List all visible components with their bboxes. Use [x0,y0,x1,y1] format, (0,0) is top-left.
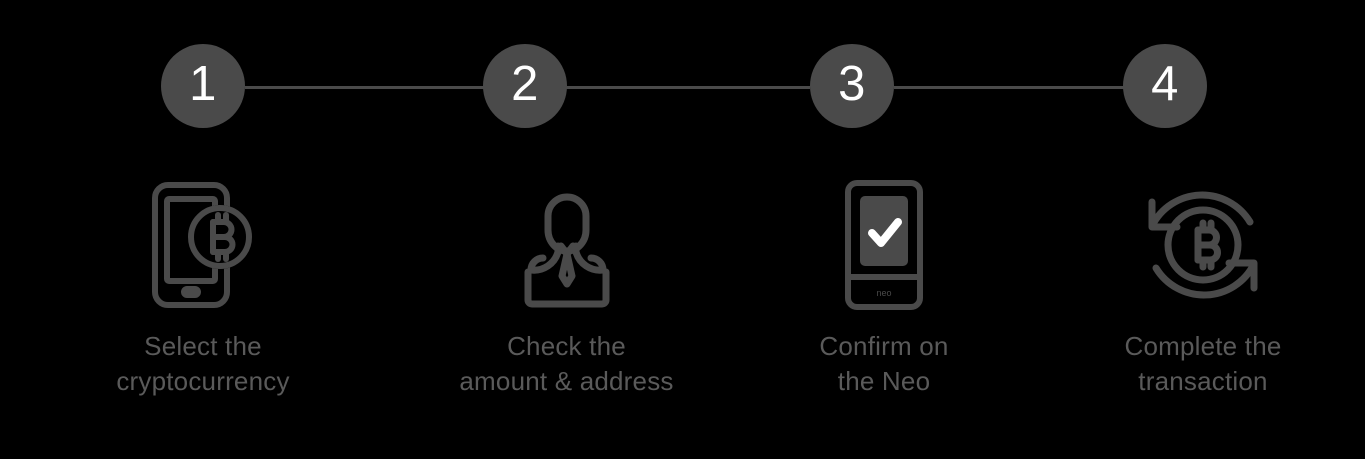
step-circle-2[interactable]: 2 [483,44,567,128]
device-checkmark-icon: neo [845,180,923,310]
device-brand-mark: neo [876,288,891,298]
bitcoin-refresh-icon [1148,191,1258,299]
connector-line-1-2 [245,86,487,89]
step-item-2: Check the amount & address [406,175,727,405]
step-3-label: Confirm on the Neo [819,331,949,396]
step-number-4: 4 [1151,56,1179,111]
step-3-icon-wrap: neo [727,175,1041,315]
check-icon [868,218,902,247]
step-2-label: Check the amount & address [459,331,674,396]
step-circle-4[interactable]: 4 [1123,44,1207,128]
connector-line-3-4 [894,86,1126,89]
step-1-icon-wrap [0,175,406,315]
step-circle-1[interactable]: 1 [161,44,245,128]
step-4-icon-wrap [1041,175,1365,315]
phone-bitcoin-icon [152,182,252,308]
step-4-label: Complete the transaction [1124,331,1282,396]
step-number-2: 2 [511,56,539,111]
step-item-1: Select the cryptocurrency [0,175,406,405]
connector-line-2-3 [487,86,810,89]
step-item-4: Complete the transaction [1041,175,1365,405]
steps-row: Select the cryptocurrency [0,175,1365,405]
person-suit-icon [524,193,609,308]
progress-rail: 1 2 3 4 [161,44,1207,130]
step-2-icon-wrap [406,175,727,315]
step-number-3: 3 [838,56,866,111]
step-item-3: neo Confirm on the Neo [727,175,1041,405]
step-1-label: Select the cryptocurrency [116,331,290,396]
step-circle-3[interactable]: 3 [810,44,894,128]
step-number-1: 1 [189,56,217,111]
